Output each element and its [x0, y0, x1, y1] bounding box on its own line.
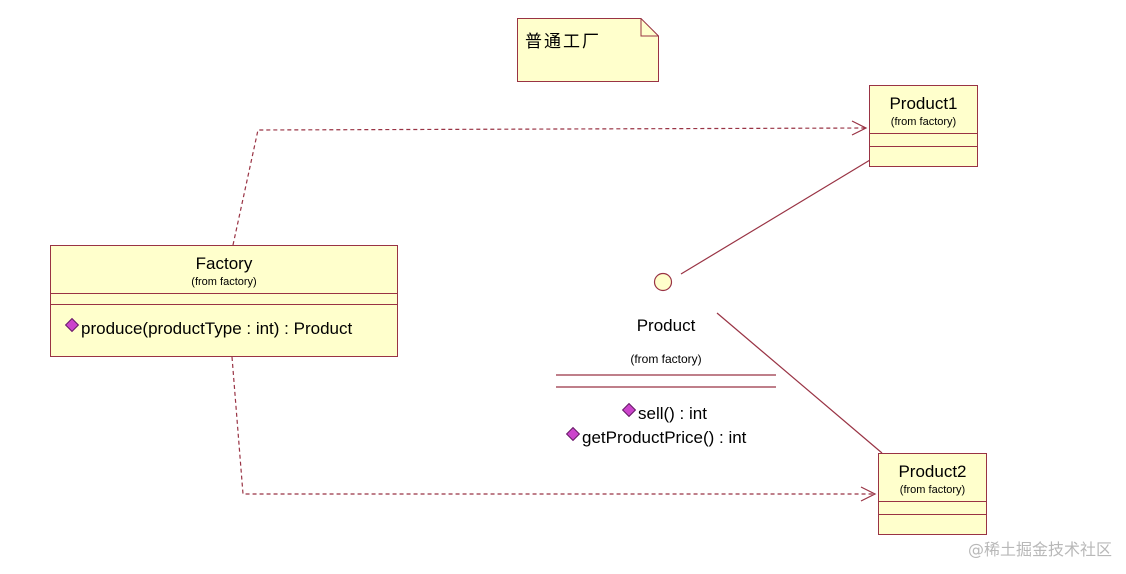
realization-product2 — [716, 312, 883, 454]
product1-class-package: (from factory) — [890, 116, 957, 128]
product2-attributes-compartment — [879, 502, 986, 515]
operation-diamond-icon — [621, 402, 637, 418]
product-interface[interactable]: Product (from factory) — [556, 316, 776, 366]
dependency-factory-product2 — [231, 356, 875, 495]
product2-class-package: (from factory) — [899, 484, 966, 496]
factory-class-header: Factory (from factory) — [51, 246, 397, 294]
note: 普通工厂 — [517, 18, 659, 82]
product2-class-header: Product2 (from factory) — [879, 454, 986, 502]
product1-class-header: Product1 (from factory) — [870, 86, 977, 134]
product1-class-name: Product1 — [889, 94, 958, 113]
product-operation-sell: sell() : int — [621, 402, 707, 424]
factory-class[interactable]: Factory (from factory) produce(productTy… — [50, 245, 398, 357]
interface-icon — [653, 272, 673, 292]
note-text: 普通工厂 — [525, 32, 601, 52]
factory-class-package: (from factory) — [191, 276, 257, 288]
product-operation-price: getProductPrice() : int — [565, 426, 746, 448]
product-interface-name: Product — [636, 316, 696, 335]
product1-attributes-compartment — [870, 134, 977, 147]
product1-class[interactable]: Product1 (from factory) — [869, 85, 978, 167]
factory-operation: produce(productType : int) : Product — [81, 319, 353, 338]
arrowhead-product2 — [860, 486, 877, 502]
product2-class-name: Product2 — [898, 462, 967, 481]
product2-class[interactable]: Product2 (from factory) — [878, 453, 987, 535]
factory-class-name: Factory — [195, 254, 253, 273]
operation-diamond-icon — [565, 426, 581, 442]
arrowhead-product1 — [851, 120, 868, 136]
factory-operations-compartment: produce(productType : int) : Product — [51, 305, 397, 339]
watermark: @稀土掘金技术社区 — [967, 540, 1112, 559]
operation-diamond-icon — [64, 317, 80, 333]
factory-attributes-compartment — [51, 294, 397, 305]
dependency-factory-product1 — [232, 127, 867, 246]
realization-product1 — [680, 159, 871, 275]
product-interface-package: (from factory) — [630, 352, 702, 366]
